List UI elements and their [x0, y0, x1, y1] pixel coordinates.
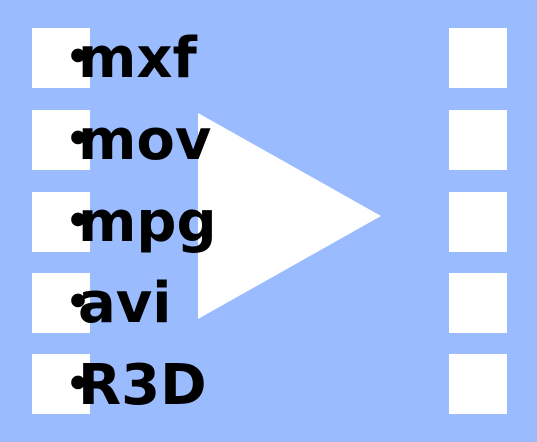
film-sprocket-hole: [32, 110, 90, 170]
bullet-icon: ・: [50, 26, 106, 91]
film-sprocket-hole: [449, 110, 507, 170]
bullet-icon: ・: [50, 353, 106, 418]
format-list-item: ・avi: [50, 269, 172, 339]
film-sprocket-hole: [449, 273, 507, 333]
film-sprocket-hole: [32, 192, 90, 252]
bullet-icon: ・: [50, 271, 106, 336]
format-list-item: ・mxf: [50, 24, 197, 94]
format-list-item: ・mov: [50, 106, 211, 176]
bullet-icon: ・: [50, 190, 106, 255]
format-label: mxf: [78, 26, 197, 91]
film-sprocket-hole: [449, 28, 507, 88]
format-list-item: ・R3D: [50, 351, 207, 421]
format-label: mpg: [78, 190, 217, 255]
format-list-item: ・mpg: [50, 188, 217, 258]
film-sprocket-hole: [449, 192, 507, 252]
format-label: avi: [78, 271, 172, 336]
film-sprocket-hole: [32, 273, 90, 333]
bullet-icon: ・: [50, 108, 106, 173]
format-label: mov: [78, 108, 212, 173]
film-sprocket-hole: [32, 28, 90, 88]
film-sprocket-hole: [449, 354, 507, 414]
film-sprocket-hole: [32, 354, 90, 414]
format-label: R3D: [78, 353, 207, 418]
